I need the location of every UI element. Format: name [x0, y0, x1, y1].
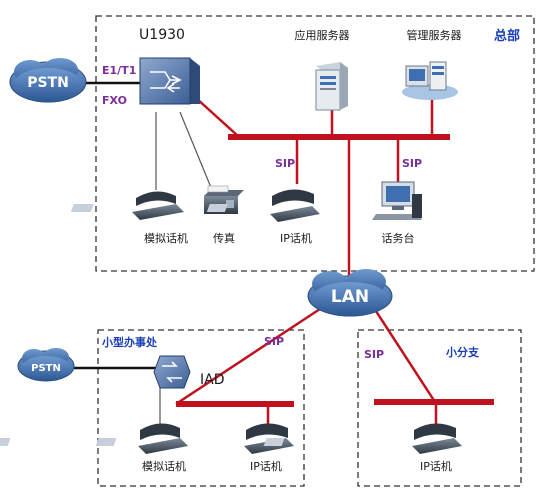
hq-sip-left-label: SIP	[275, 157, 295, 170]
small-office-sip-label: SIP	[264, 335, 284, 348]
iad-device-icon	[153, 355, 191, 389]
console-label: 话务台	[382, 231, 415, 245]
headquarters-boundary	[95, 15, 535, 272]
small-office-boundary	[97, 329, 305, 487]
console-icon	[372, 181, 422, 220]
mgmt-server-icon	[402, 61, 458, 100]
headquarters-title: 总部	[494, 28, 520, 44]
small-office-pstn-label: PSTN	[31, 363, 61, 374]
small-branch-sip-label: SIP	[364, 348, 384, 361]
lan-to-small-branch-link	[370, 304, 437, 403]
pstn-cloud-small-office: PSTN	[17, 348, 75, 382]
lan-cloud: LAN	[307, 269, 393, 317]
small-office-bus	[176, 401, 294, 407]
hq-ip-phone-label: IP话机	[280, 231, 312, 245]
hq-sip-right-label: SIP	[402, 157, 422, 170]
mgmt-server-label: 管理服务器	[407, 28, 462, 42]
small-office-analog-phone-label: 模拟话机	[142, 459, 186, 473]
small-office-ip-phone-icon	[95, 423, 294, 454]
hq-ip-phone-icon	[206, 189, 320, 222]
pstn-hq-label: PSTN	[27, 75, 69, 91]
pstn-cloud-hq: PSTN	[9, 58, 87, 103]
small-branch-bus	[374, 399, 494, 405]
u1930-label: U1930	[139, 27, 185, 43]
hq-analog-phone-label: 模拟话机	[144, 231, 188, 245]
headquarters-lan-bus	[228, 134, 450, 140]
small-branch-ip-phone-icon	[263, 423, 462, 454]
lan-label: LAN	[331, 287, 369, 307]
small-branch-title: 小分支	[445, 345, 480, 359]
u1930-gateway-icon	[139, 57, 200, 105]
fax-label: 传真	[213, 231, 235, 245]
app-server-label: 应用服务器	[295, 28, 350, 42]
fxo-label: FXO	[102, 94, 127, 107]
app-server-icon	[315, 62, 348, 111]
small-office-title: 小型办事处	[101, 335, 158, 349]
hq-analog-phone-icon	[70, 191, 184, 220]
small-branch-boundary	[357, 329, 522, 487]
small-office-analog-phone-icon	[0, 423, 188, 454]
trunk-label: E1/T1	[102, 64, 136, 77]
u1930-to-bus-line	[195, 97, 239, 137]
lan-to-small-office-link	[175, 303, 327, 406]
iad-label: IAD	[200, 372, 225, 388]
fax-link	[179, 111, 213, 191]
small-branch-ip-phone-label: IP话机	[420, 459, 452, 473]
small-office-ip-phone-label: IP话机	[250, 459, 282, 473]
